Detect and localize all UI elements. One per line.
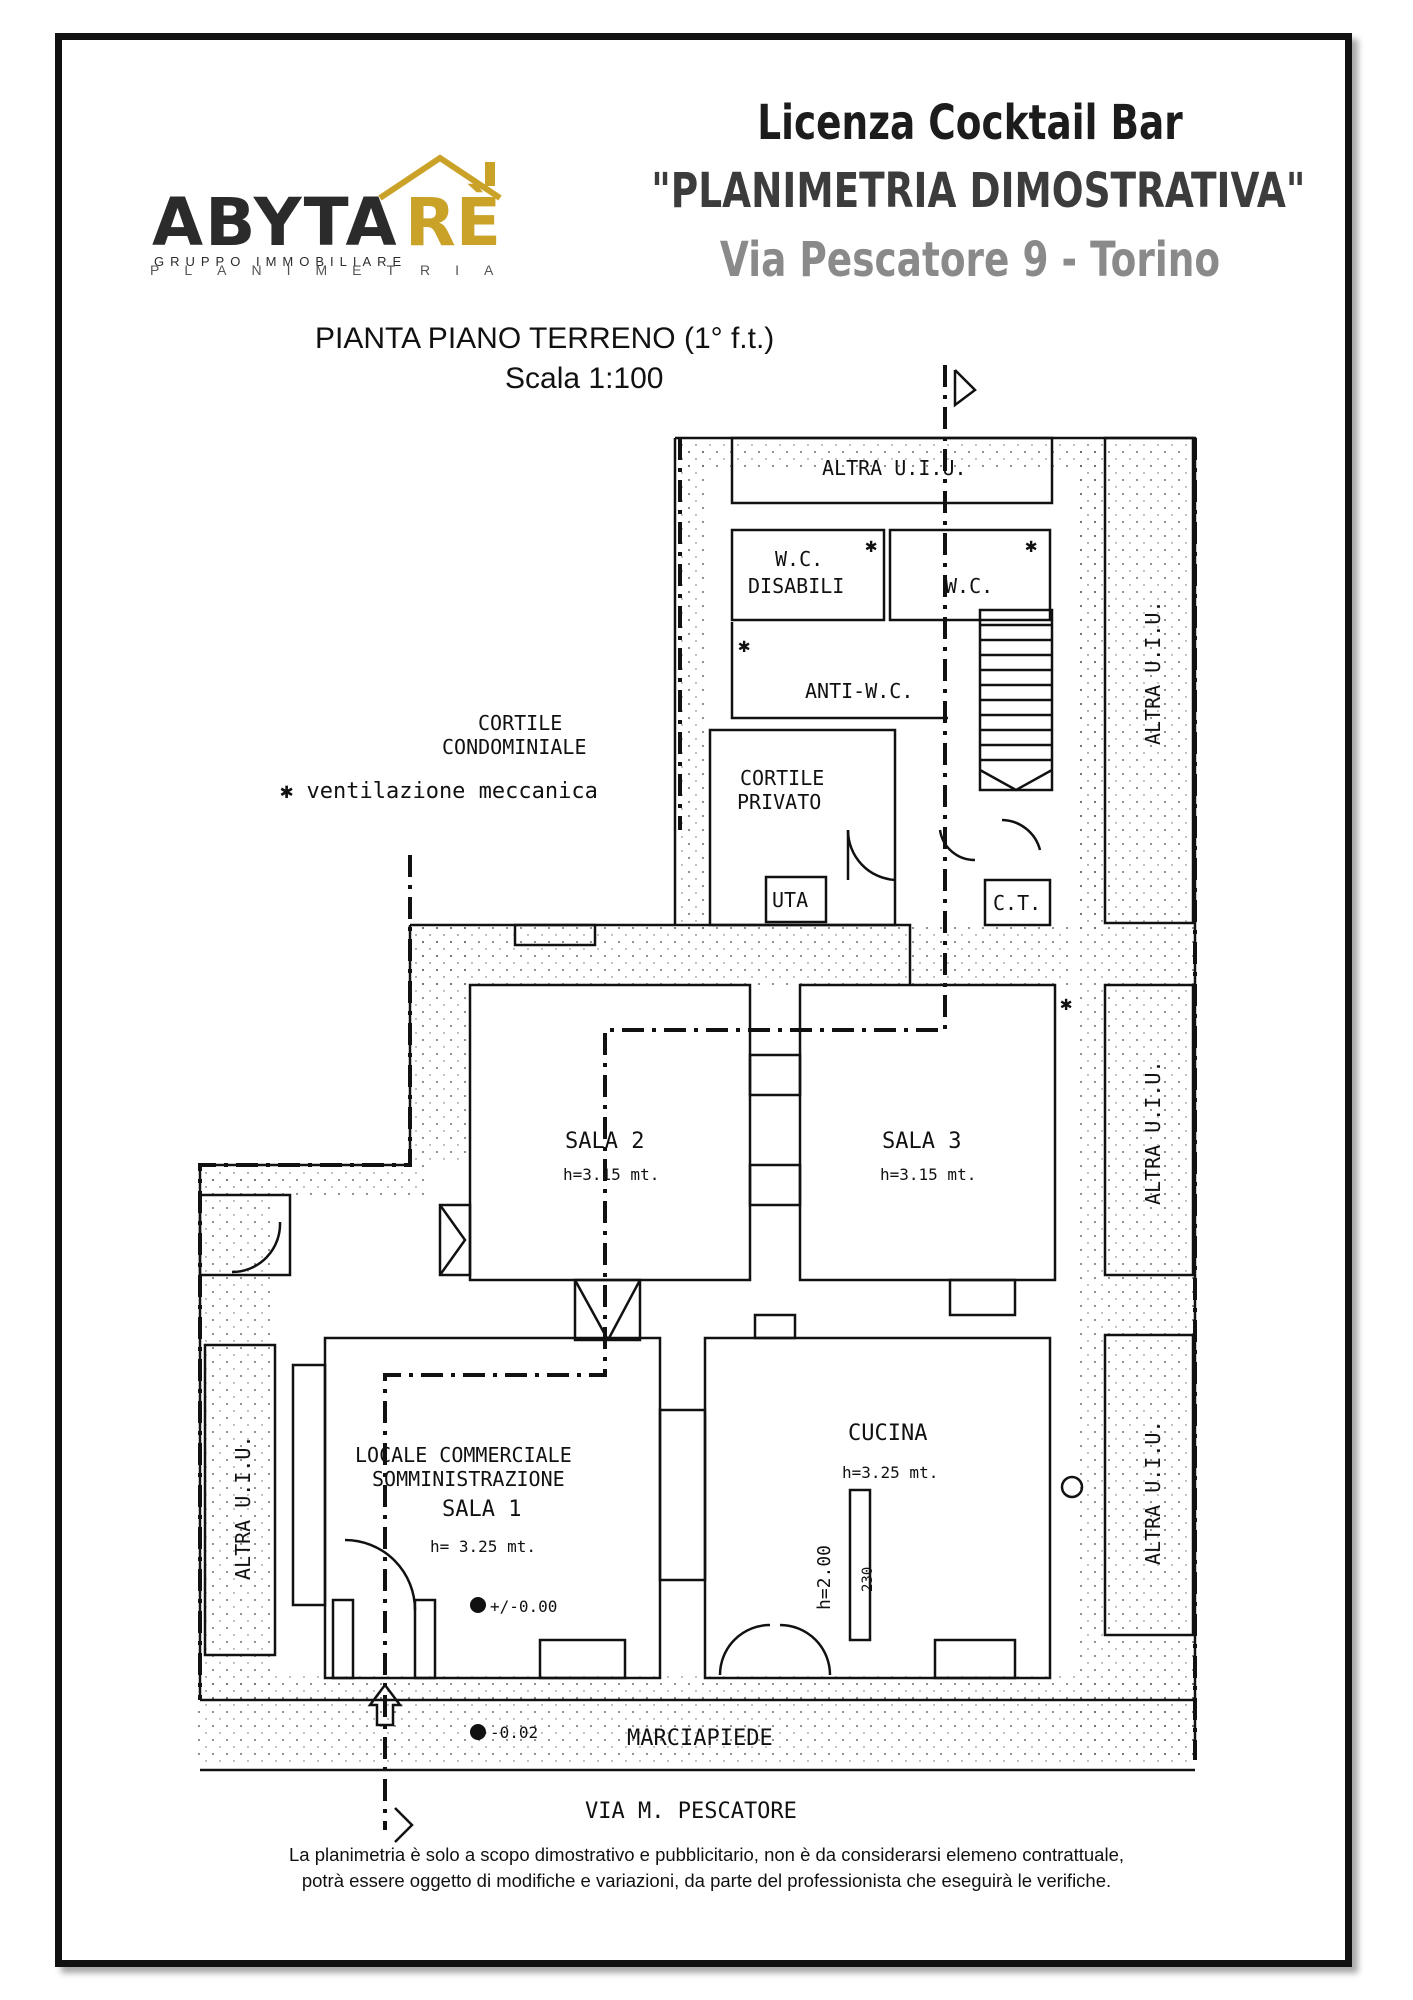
room-cucina-height: h=3.25 mt. — [842, 1463, 938, 1482]
room-sala2: SALA 2 — [565, 1129, 644, 1154]
room-locale-line2: SOMMINISTRAZIONE — [372, 1467, 565, 1491]
entrance-arrow-icon — [367, 1682, 414, 1843]
ventilation-legend: ✱ ventilazione meccanica — [280, 779, 598, 804]
svg-text:✱: ✱ — [865, 533, 877, 557]
disclaimer-line2: potrà essere oggetto di modifiche e vari… — [301, 1870, 1112, 1891]
room-cucina-height2: h=2.00 — [814, 1545, 835, 1610]
room-altra-right-3: ALTRA U.I.U. — [1141, 1421, 1165, 1566]
svg-text:✱: ✱ — [1025, 533, 1037, 557]
disclaimer: La planimetria è solo a scopo dimostrati… — [100, 1842, 1313, 1894]
level-000: +/-0.00 — [490, 1597, 557, 1616]
room-uta: UTA — [772, 888, 808, 912]
chimney-icon — [485, 162, 495, 186]
logo-brand-left: ABYTA — [152, 184, 399, 261]
room-altra-top: ALTRA U.I.U. — [822, 456, 967, 480]
roof-icon — [378, 154, 502, 201]
room-cortile-priv-line2: PRIVATO — [737, 790, 821, 814]
room-sala1: SALA 1 — [442, 1497, 521, 1522]
header-subtitle: "PLANIMETRIA DIMOSTRATIVA" — [651, 163, 1306, 219]
room-ct: C.T. — [993, 891, 1041, 915]
room-sala3: SALA 3 — [882, 1129, 961, 1154]
room-sala1-height: h= 3.25 mt. — [430, 1537, 536, 1556]
ventilation-markers: ✱ ✱ ✱ ✱ — [738, 533, 1072, 1015]
disclaimer-line1: La planimetria è solo a scopo dimostrati… — [288, 1844, 1125, 1865]
level-002: -0.02 — [490, 1723, 538, 1742]
room-locale-line1: LOCALE COMMERCIALE — [355, 1443, 572, 1467]
header-title: Licenza Cocktail Bar — [757, 95, 1183, 151]
room-cortile-cond-line2: CONDOMINIALE — [442, 735, 587, 759]
header-address: Via Pescatore 9 - Torino — [719, 232, 1221, 288]
plan-title: PIANTA PIANO TERRENO (1° f.t.) — [315, 322, 774, 355]
level-marker-icon — [470, 1597, 486, 1740]
logo-tagline: GRUPPO IMMOBILIARE — [154, 254, 407, 269]
room-cortile-priv-line1: CORTILE — [740, 766, 824, 790]
label-street: VIA M. PESCATORE — [585, 1799, 797, 1824]
room-anti-wc: ANTI-W.C. — [805, 679, 913, 703]
room-wc-disabili-line2: DISABILI — [748, 574, 844, 598]
logo-subtitle: PLANIMETRIA — [150, 262, 519, 278]
room-cortile-cond-line1: CORTILE — [478, 711, 562, 735]
room-cucina-230: 230 — [860, 1567, 876, 1592]
label-marciapiede: MARCIAPIEDE — [627, 1726, 773, 1751]
room-wc: W.C. — [945, 574, 993, 598]
wall-hatching — [195, 438, 1195, 1765]
svg-text:✱: ✱ — [738, 633, 750, 657]
room-sala3-height: h=3.15 mt. — [880, 1165, 976, 1184]
room-cucina: CUCINA — [848, 1421, 927, 1446]
logo-brand-right: RÈ — [405, 183, 501, 261]
room-altra-right-2: ALTRA U.I.U. — [1141, 1061, 1165, 1206]
property-boundary — [198, 365, 1197, 1830]
plan-scale: Scala 1:100 — [505, 362, 663, 395]
svg-text:✱: ✱ — [1060, 991, 1072, 1015]
company-logo: ABYTA RÈ GRUPPO IMMOBILIARE — [152, 154, 502, 269]
room-sala2-height: h=3.15 mt. — [563, 1165, 659, 1184]
room-altra-right-1: ALTRA U.I.U. — [1141, 601, 1165, 746]
room-altra-left: ALTRA U.I.U. — [231, 1436, 255, 1581]
room-wc-disabili-line1: W.C. — [775, 547, 823, 571]
